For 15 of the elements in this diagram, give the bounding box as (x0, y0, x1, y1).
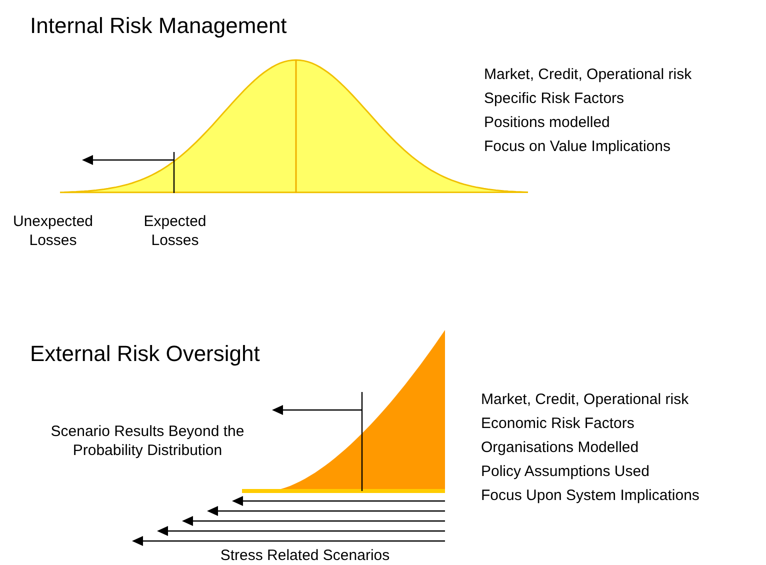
list-item: Specific Risk Factors (484, 89, 626, 108)
axis-label: Stress Related Scenarios (219, 546, 391, 565)
axis-label: Unexpected Losses (12, 212, 94, 250)
annotation-text: Scenario Results Beyond the Probability Distribution (50, 422, 246, 460)
list-item: Positions modelled (484, 113, 611, 132)
list-item: Organisations Modelled (481, 438, 640, 457)
list-item: Focus Upon System Implications (481, 486, 700, 505)
list-item: Policy Assumptions Used (481, 462, 650, 481)
axis-label: Expected Losses (142, 212, 208, 250)
list-item: Market, Credit, Operational risk (481, 390, 690, 409)
section-heading: Internal Risk Management (30, 12, 288, 40)
list-item: Focus on Value Implications (484, 137, 672, 156)
list-item: Economic Risk Factors (481, 414, 636, 433)
list-item: Market, Credit, Operational risk (484, 65, 693, 84)
section-heading: External Risk Oversight (30, 340, 261, 368)
